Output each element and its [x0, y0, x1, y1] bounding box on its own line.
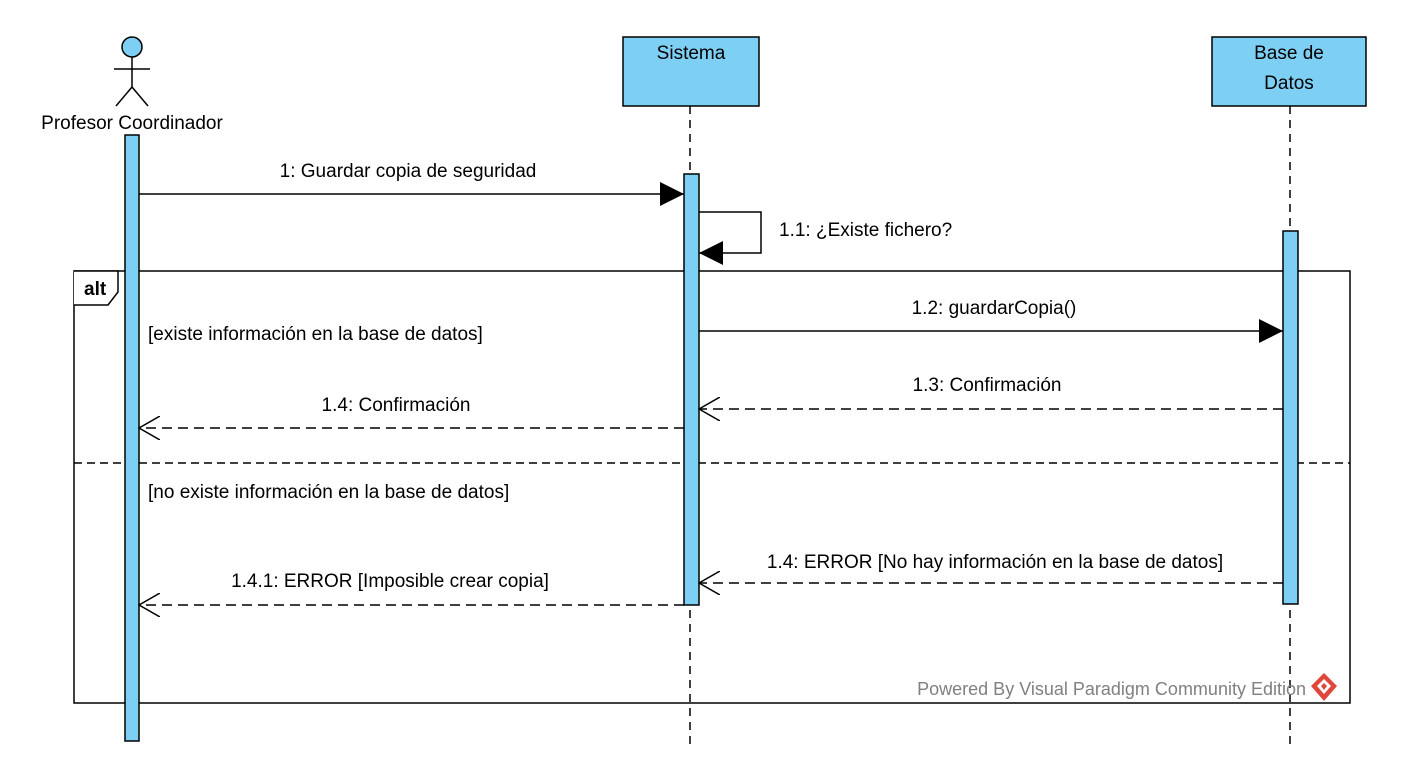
alt-operator-label: alt — [84, 279, 107, 300]
alt-fragment: alt [existe información en la base de da… — [73, 270, 1351, 704]
alt-fragment-frame — [73, 270, 1351, 704]
lifeline-name-sistema: Sistema — [657, 43, 726, 64]
alt-guard-2: [no existe información en la base de dat… — [148, 482, 509, 503]
visual-paradigm-logo-icon — [1311, 673, 1337, 701]
actor-profesor-coordinador: Profesor Coordinador — [41, 36, 223, 134]
watermark-text: Powered By Visual Paradigm Community Edi… — [917, 679, 1306, 699]
lifeline-name-bd-line2: Datos — [1264, 73, 1314, 94]
lifeline-head-sistema — [622, 36, 760, 107]
message-1-1-arrow — [699, 211, 762, 265]
alt-operator-tab — [74, 270, 119, 306]
message-1-2-label: 1.2: guardarCopia() — [912, 298, 1077, 319]
actor-stick-figure-icon — [114, 36, 150, 107]
message-1-3-label: 1.3: Confirmación — [913, 375, 1062, 396]
message-1-4-return: 1.4: Confirmación — [139, 395, 684, 428]
message-1-4-1-label: 1.4.1: ERROR [Imposible crear copia] — [231, 571, 549, 592]
lifeline-name-bd-line1: Base de — [1254, 43, 1324, 64]
message-1-4-1-return: 1.4.1: ERROR [Imposible crear copia] — [139, 571, 684, 605]
message-1: 1: Guardar copia de seguridad — [139, 161, 684, 206]
lifeline-base-de-datos: Base de Datos — [1211, 36, 1367, 745]
message-1-label: 1: Guardar copia de seguridad — [280, 161, 537, 182]
activation-bar-actor — [124, 134, 140, 742]
alt-guard-1: [existe información en la base de datos] — [148, 324, 483, 345]
message-1-3-return: 1.3: Confirmación — [699, 375, 1283, 409]
message-1-2: 1.2: guardarCopia() — [699, 298, 1283, 343]
lifeline-sistema: Sistema — [622, 36, 760, 745]
message-1-1-label: 1.1: ¿Existe fichero? — [779, 220, 952, 241]
message-1-4-label: 1.4: Confirmación — [322, 395, 471, 416]
message-1-4-error-return: 1.4: ERROR [No hay información en la bas… — [699, 552, 1283, 583]
activation-bar-base-de-datos — [1282, 230, 1299, 605]
activation-bar-sistema — [683, 173, 700, 606]
message-1-4-error-label: 1.4: ERROR [No hay información en la bas… — [767, 552, 1223, 573]
actor-name: Profesor Coordinador — [41, 113, 223, 134]
watermark: Powered By Visual Paradigm Community Edi… — [917, 673, 1337, 701]
lifeline-head-base-de-datos — [1211, 36, 1367, 107]
message-1-1-self: 1.1: ¿Existe fichero? — [699, 211, 952, 265]
